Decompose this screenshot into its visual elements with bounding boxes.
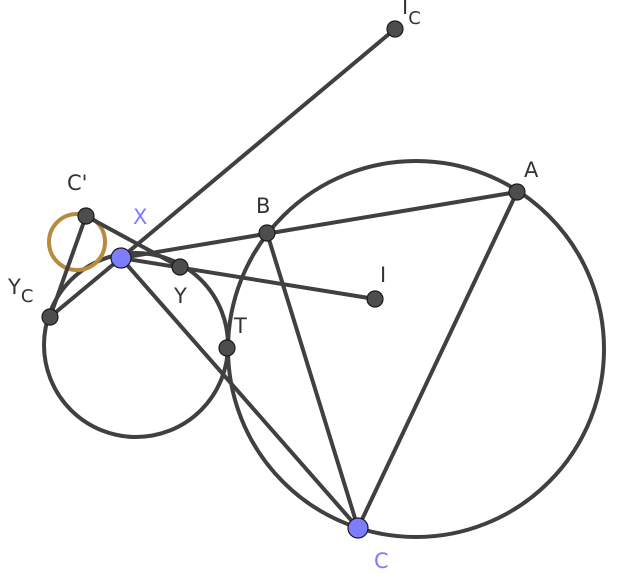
segment-cprime-y <box>84 214 182 269</box>
point-yc[interactable] <box>41 308 59 326</box>
label-y: Y <box>173 284 187 308</box>
point-c[interactable] <box>347 517 369 539</box>
segment-x-c <box>119 256 360 530</box>
point-y[interactable] <box>171 258 189 276</box>
point-b[interactable] <box>258 224 276 242</box>
label-t: T <box>233 314 247 338</box>
segment-b-c <box>265 231 360 530</box>
label-yc: YC <box>7 275 33 307</box>
segment-x-ic <box>119 27 397 260</box>
segment-a-c <box>356 190 519 530</box>
label-a: A <box>524 158 539 182</box>
label-x: X <box>133 205 147 229</box>
label-cprime: C' <box>67 171 87 195</box>
segment-x-i <box>119 256 377 301</box>
point-x[interactable] <box>110 247 132 269</box>
label-b: B <box>256 194 270 218</box>
gold-circle <box>47 212 107 272</box>
point-a[interactable] <box>508 183 526 201</box>
label-ic: IC <box>402 0 421 29</box>
label-c: C <box>374 549 389 573</box>
large-circle <box>226 159 606 539</box>
label-i: I <box>380 263 386 287</box>
segment-cprime-yc <box>48 214 88 319</box>
small-circle <box>42 251 230 439</box>
point-cprime[interactable] <box>77 207 95 225</box>
segment-x-yc <box>48 256 123 319</box>
point-ic[interactable] <box>386 20 404 38</box>
point-t[interactable] <box>218 339 236 357</box>
segment-x-a <box>119 190 519 260</box>
point-i[interactable] <box>366 290 384 308</box>
